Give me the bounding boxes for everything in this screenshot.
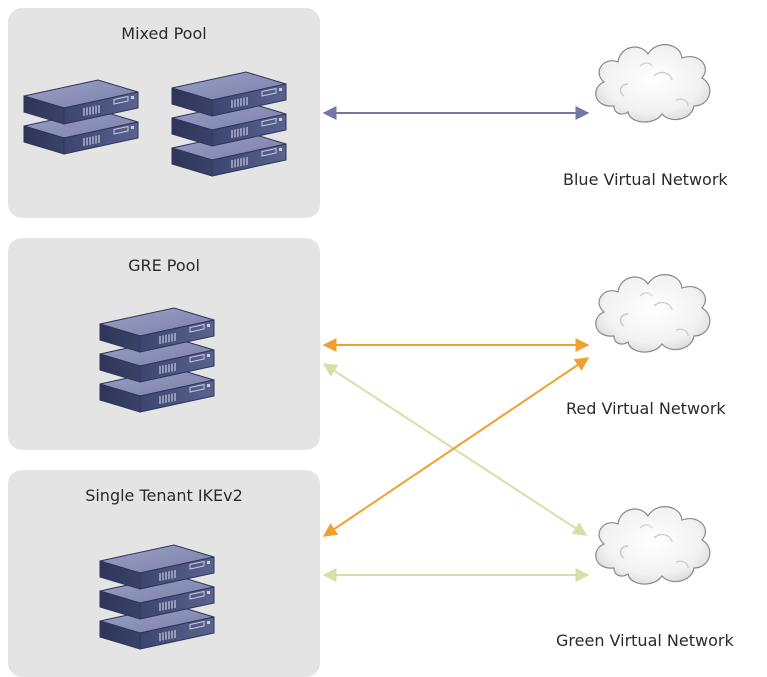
blue-network-label: Blue Virtual Network	[563, 170, 728, 189]
green-network-label: Green Virtual Network	[556, 631, 734, 650]
gre-pool-servers	[99, 307, 215, 413]
mixed-pool-title: Mixed Pool	[121, 24, 207, 43]
single-tenant-servers	[99, 544, 215, 650]
link-single-red	[322, 357, 590, 537]
red-network-cloud	[594, 273, 711, 353]
red-network-label: Red Virtual Network	[566, 399, 726, 418]
blue-network-cloud	[594, 43, 711, 123]
green-network-cloud	[594, 505, 711, 585]
mixed-pool-servers	[23, 71, 287, 177]
single-tenant-pool-title: Single Tenant IKEv2	[85, 486, 243, 505]
gre-pool-title: GRE Pool	[128, 256, 200, 275]
